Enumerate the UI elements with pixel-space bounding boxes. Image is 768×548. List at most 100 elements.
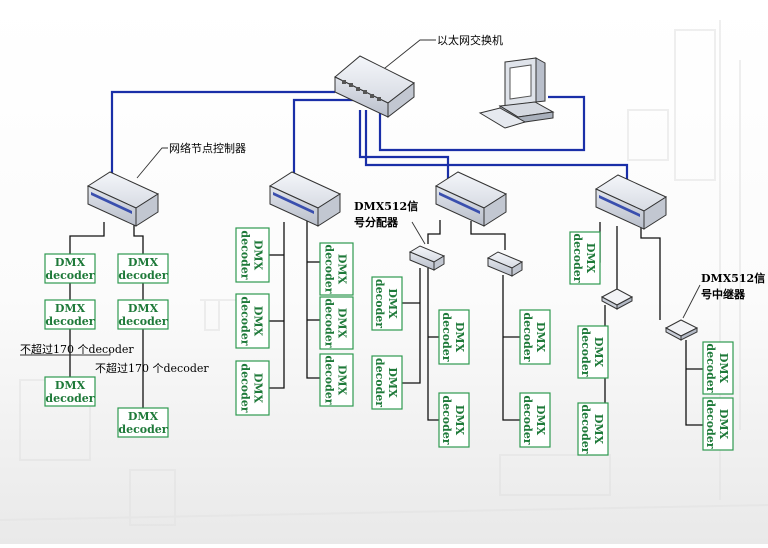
node-controller-icon [594, 174, 668, 230]
dmx-decoder: DMXdecoder [319, 242, 354, 296]
decoder-label-line2: decoder [440, 395, 453, 444]
decoder-label-line1: DMX [128, 410, 159, 423]
decoder-label-line1: DMX [453, 405, 466, 436]
decoder-label-line2: decoder [45, 315, 94, 328]
decoder-label: DMXdecoder [440, 395, 466, 444]
ethernet-switch-icon [334, 55, 415, 119]
node-controller-label: 网络节点控制器 [169, 141, 246, 155]
decoder-label: DMXdecoder [521, 395, 547, 444]
dmx-decoder: DMXdecoder [371, 355, 403, 410]
node-controllers [86, 171, 668, 230]
decoder-label: DMXdecoder [704, 343, 730, 392]
decoder-label-line1: DMX [252, 306, 265, 337]
decoder-box [319, 296, 354, 350]
decoder-label-line2: decoder [239, 296, 252, 345]
dmx-decoder: DMXdecoder [569, 231, 601, 285]
decoder-box [319, 242, 354, 296]
decoder-label-line2: decoder [579, 327, 592, 376]
decoder-label-line1: DMX [55, 302, 86, 315]
decoder-label: DMXdecoder [521, 312, 547, 361]
decoder-box [117, 299, 169, 330]
decoder-label: DMXdecoder [373, 279, 399, 328]
decoder-label-line1: DMX [386, 367, 399, 398]
decoder-label-line1: DMX [55, 379, 86, 392]
decoder-limit-label: 不超过170 个decoder [20, 342, 134, 356]
background-decoration [0, 20, 768, 526]
dmx-decoder: DMXdecoder [235, 227, 270, 283]
dmx-decoder: DMXdecoder [438, 392, 470, 448]
dmx-repeaters [600, 288, 699, 341]
dmx-decoder: DMXdecoder [319, 353, 354, 407]
decoder-label-line2: decoder [323, 355, 336, 404]
decoder-label-line2: decoder [118, 269, 167, 282]
decoder-label-line2: decoder [118, 315, 167, 328]
decoder-box [702, 397, 734, 451]
decoder-label-line1: DMX [55, 256, 86, 269]
decoder-label-line2: decoder [521, 395, 534, 444]
dmx-splitter-icon [408, 245, 446, 271]
decoder-label-line1: DMX [252, 240, 265, 271]
decoder-box [702, 341, 734, 395]
decoder-label-line1: DMX [534, 322, 547, 353]
node-controller-icon [86, 171, 160, 227]
decoder-label-line2: decoder [239, 230, 252, 279]
decoder-box [438, 309, 470, 365]
dmx-decoder: DMXdecoder [577, 402, 609, 456]
decoder-box [577, 402, 609, 456]
decoder-label-line2: decoder [118, 423, 167, 436]
splitter-label-line2: 号分配器 [354, 215, 399, 229]
decoder-label-line2: decoder [704, 399, 717, 448]
computer-icon [478, 57, 555, 129]
dmx-decoder: DMXdecoder [438, 309, 470, 365]
decoder-label-line2: decoder [45, 392, 94, 405]
decoder-label-line1: DMX [336, 365, 349, 396]
dmx-decoder: DMXdecoder [319, 296, 354, 350]
node-controller-icon [268, 171, 342, 227]
decoder-box [235, 293, 270, 349]
decoder-label-line1: DMX [592, 337, 605, 368]
decoder-label-line2: decoder [521, 312, 534, 361]
decoder-box [117, 407, 169, 438]
decoder-label-line1: DMX [128, 256, 159, 269]
dmx-decoders: DMXdecoderDMXdecoderDMXdecoderDMXdecoder… [44, 227, 734, 456]
dmx-decoder: DMXdecoder [519, 392, 551, 448]
decoder-label: DMXdecoder [373, 358, 399, 407]
decoder-label-line2: decoder [239, 363, 252, 412]
decoder-box [371, 276, 403, 331]
dmx-decoder: DMXdecoder [117, 253, 169, 284]
decoder-label-line1: DMX [252, 373, 265, 404]
decoder-label-line2: decoder [704, 343, 717, 392]
splitter-label-line1: DMX512信 [354, 199, 418, 213]
dmx-decoder: DMXdecoder [44, 376, 96, 407]
dmx-splitters [408, 245, 524, 277]
decoder-label-line1: DMX [534, 405, 547, 436]
decoder-label: DMXdecoder [323, 244, 349, 293]
callout-leaders [20, 39, 701, 356]
decoder-box [319, 353, 354, 407]
decoder-label-line2: decoder [323, 298, 336, 347]
decoder-label: DMXdecoder [239, 230, 265, 279]
decoder-box [371, 355, 403, 410]
decoder-label-line1: DMX [128, 302, 159, 315]
node-controller-icon [434, 171, 508, 227]
dmx-repeater-icon [664, 319, 699, 341]
decoder-label-line1: DMX [336, 254, 349, 285]
repeater-label-line2: 号中继器 [701, 287, 746, 301]
decoder-label-line1: DMX [584, 243, 597, 274]
dmx-decoder: DMXdecoder [519, 309, 551, 365]
dmx-decoder: DMXdecoder [235, 360, 270, 416]
decoder-label: DMXdecoder [323, 355, 349, 404]
decoder-label: DMXdecoder [323, 298, 349, 347]
decoder-label-line2: decoder [440, 312, 453, 361]
dmx-decoder: DMXdecoder [44, 299, 96, 330]
switch-label: 以太网交换机 [437, 33, 503, 47]
decoder-box [577, 325, 609, 379]
decoder-label-line1: DMX [453, 322, 466, 353]
decoder-label-line2: decoder [323, 244, 336, 293]
decoder-label-line1: DMX [592, 414, 605, 445]
decoder-box [44, 299, 96, 330]
decoder-box [117, 253, 169, 284]
dmx-decoder: DMXdecoder [117, 299, 169, 330]
dmx-decoder: DMXdecoder [44, 253, 96, 284]
decoder-label-line2: decoder [373, 358, 386, 407]
